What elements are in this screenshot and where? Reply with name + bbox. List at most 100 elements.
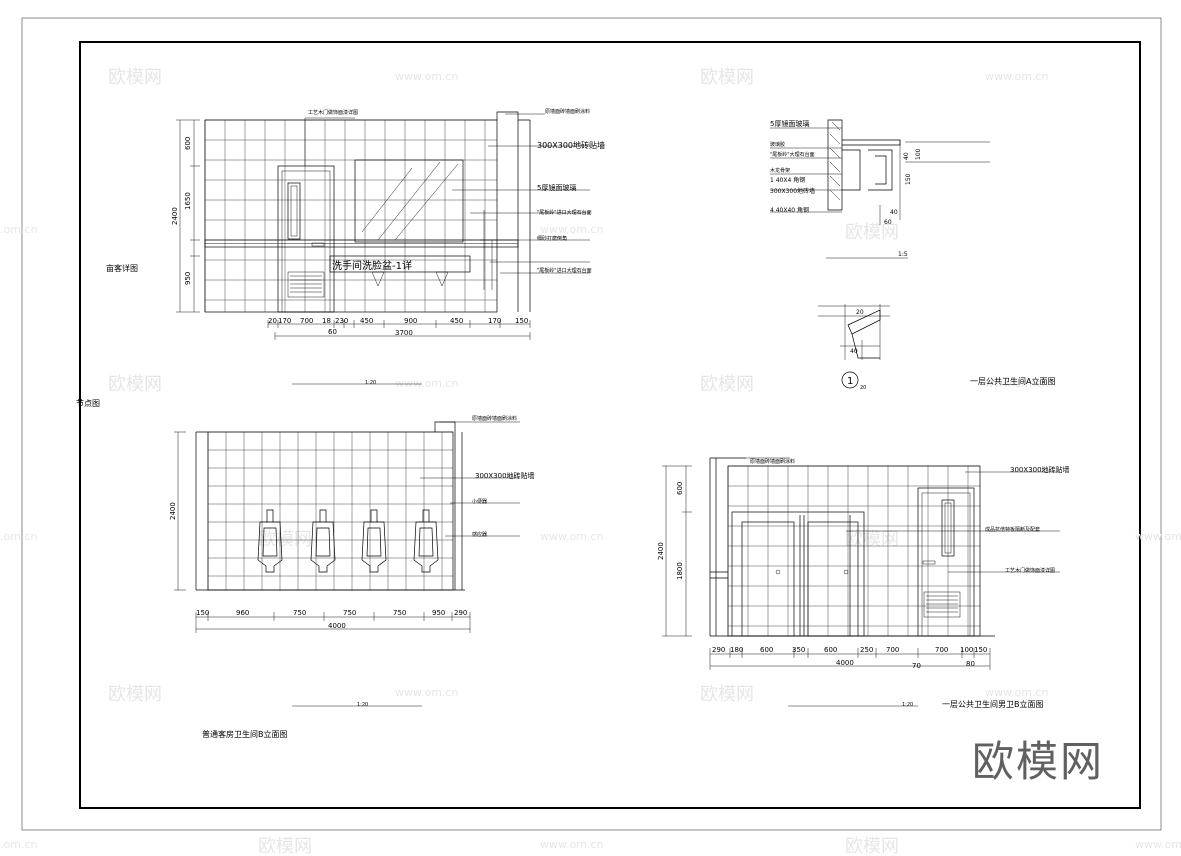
detail-top-right: 5厚镜面玻璃 玻璃胶 "尾板岭"大理石台面 木龙骨架 1 40X4 角钢 300… [770, 119, 990, 259]
door-a-handle [311, 242, 325, 247]
dim-bottom-c: 100 [960, 646, 973, 654]
dims-left-c [662, 465, 692, 637]
leader-c: 成品抗倍特板隔断及配套 [985, 526, 1040, 533]
watermark-url: www.om.cn [1135, 530, 1181, 543]
partition-door-1 [741, 521, 795, 637]
door-c-inner [921, 492, 971, 637]
dim-bottom-a: 900 [404, 317, 417, 325]
dim-sub-a: 60 [328, 328, 337, 336]
dim-bottom-c: 290 [712, 646, 725, 654]
wall-column-a [496, 111, 531, 312]
dim-bottom-c: 700 [886, 646, 899, 654]
dim-left-a: 600 [184, 137, 192, 150]
detail-callout-sub: 20 [860, 385, 866, 391]
door-c-window [941, 499, 955, 557]
detail-label: "尾板岭"大理石台面 [770, 151, 815, 158]
dim-bottom-a: 230 [335, 317, 348, 325]
dim-bottom-b: 150 [196, 609, 209, 617]
dim-total-c: 4000 [836, 659, 854, 667]
leader-a: 工艺木门做饰面漆详图 [308, 109, 358, 116]
dim-bottom-a: 700 [300, 317, 313, 325]
watermark-layer: 欧模网 www.om.cn 欧模网 www.om.cn www.om.cn 欧模… [0, 67, 1181, 856]
door-c-vent [923, 591, 961, 618]
watermark-url: www.om.cn [985, 70, 1048, 83]
watermark-brand: 欧模网 [108, 67, 162, 88]
dim-bottom-b: 960 [236, 609, 249, 617]
wall-tiles-b [207, 431, 453, 590]
watermark-brand: 欧模网 [700, 684, 754, 705]
detail-callout-1: 1 20 [841, 371, 866, 391]
title-a: 一层公共卫生间A立面图 [970, 376, 1055, 386]
watermark-url: .om.cn [0, 838, 37, 851]
watermark-url: www.om.cn [395, 686, 458, 699]
dim-bottom-c: 150 [974, 646, 987, 654]
door-c [917, 487, 975, 637]
detail-label: 4 40X40 角钢 [770, 206, 809, 214]
watermark-brand: 欧模网 [108, 684, 162, 705]
dim-sub-c: 80 [966, 660, 975, 668]
dim-bottom-a: 170 [278, 317, 291, 325]
dim-left-c: 2400 [657, 542, 665, 560]
leader-a: 5厚镜面玻璃 [537, 183, 576, 192]
brand-logo: 欧模网 [972, 737, 1104, 786]
detail-profile [842, 139, 901, 191]
leaders-c [746, 457, 1060, 573]
door-a-inner [281, 170, 331, 313]
leader-c: 工艺木门做饰面漆详图 [1005, 567, 1055, 574]
watermark-brand: 欧模网 [258, 836, 312, 856]
title-c: 一层公共卫生间男卫B立面图 [942, 699, 1044, 709]
dim-total-a: 3700 [395, 329, 413, 337]
watermark-brand: 欧模网 [700, 67, 754, 88]
leader-a: "尾板岭"进口大理石台面 [537, 267, 592, 274]
detail-dim: 40 [890, 209, 898, 216]
scale-a: 1:20 [365, 380, 376, 386]
leader-a: 300X300地砖贴墙 [537, 140, 605, 150]
dim-bottom-a: 150 [515, 317, 528, 325]
detail-wall-lines [829, 121, 841, 201]
dim-bottom-a: 170 [488, 317, 501, 325]
dim-bottom-a: 450 [450, 317, 463, 325]
partition-knob [775, 569, 781, 575]
dim-bottom-b: 950 [432, 609, 445, 617]
detail-label: 1 40X4 角钢 [770, 176, 805, 184]
scale-b: 1:20 [357, 702, 368, 708]
elevation-b: 2400 150 960 750 750 750 950 290 4000 原墙… [169, 415, 535, 739]
door-c-handle [922, 560, 936, 565]
detail-scale: 1:5 [898, 251, 908, 258]
wall-outline-b [207, 431, 454, 591]
leader-c: 原墙面砖墙面刷涂料 [750, 458, 795, 465]
outer-frame [21, 17, 1162, 831]
watermark-url: www.om.cn [540, 838, 603, 851]
watermark-url: .om.cn [0, 530, 37, 543]
door-a [277, 165, 335, 313]
leaders-a [304, 113, 590, 290]
dim-total-b: 4000 [328, 622, 346, 630]
leader-b: 感应器 [472, 531, 487, 538]
dim-left-a: 1650 [184, 192, 192, 210]
watermark-brand: 欧模网 [845, 222, 899, 243]
dim-bottom-c: 180 [730, 646, 743, 654]
scale-c: 1:20 [902, 702, 913, 708]
basin-label: 洗手间洗脸盆-1详 [332, 259, 412, 272]
door-c-window-glass [944, 502, 952, 554]
leader-b: 300X300地砖贴墙 [475, 471, 535, 480]
detail-dim: 100 [915, 148, 922, 160]
wall-tiles-a [204, 119, 497, 312]
dim-bottom-c: 600 [824, 646, 837, 654]
dim-bottom-c: 700 [935, 646, 948, 654]
detail-callout-number: 1 [847, 376, 853, 387]
detail-label: 300X300地砖墙 [770, 187, 815, 195]
detail-label: 木龙骨架 [770, 167, 790, 174]
dims-bottom-c [709, 648, 991, 670]
dim-bottom-c: 250 [860, 646, 873, 654]
watermark-url: www.om.cn [1135, 838, 1181, 851]
watermark-brand: 欧模网 [845, 836, 899, 856]
watermark-url: www.om.cn [540, 530, 603, 543]
wall-edge-c [709, 457, 995, 637]
watermark-brand: 欧模网 [845, 529, 899, 550]
leader-a: 细砂打磨倒角 [537, 235, 567, 242]
detail-wall-hatch [827, 119, 843, 211]
svg-text:40: 40 [850, 348, 858, 355]
watermark-brand: 欧模网 [258, 529, 312, 550]
